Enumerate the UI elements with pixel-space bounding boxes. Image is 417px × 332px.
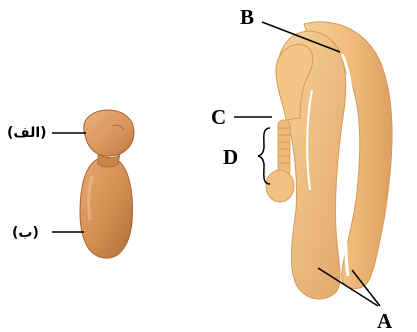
label-A: A [377, 309, 393, 332]
label-C: C [211, 105, 226, 129]
label-be: (ب) [12, 225, 39, 241]
upper-part-alef [84, 110, 134, 156]
stalk-bulb [266, 170, 294, 202]
segmented-stalk [278, 120, 290, 176]
brace-D [258, 128, 270, 184]
left-specimen [80, 110, 134, 258]
right-specimen [266, 22, 392, 299]
label-D: D [223, 145, 238, 169]
label-alef: (الف) [7, 125, 47, 141]
label-B: B [240, 5, 254, 29]
